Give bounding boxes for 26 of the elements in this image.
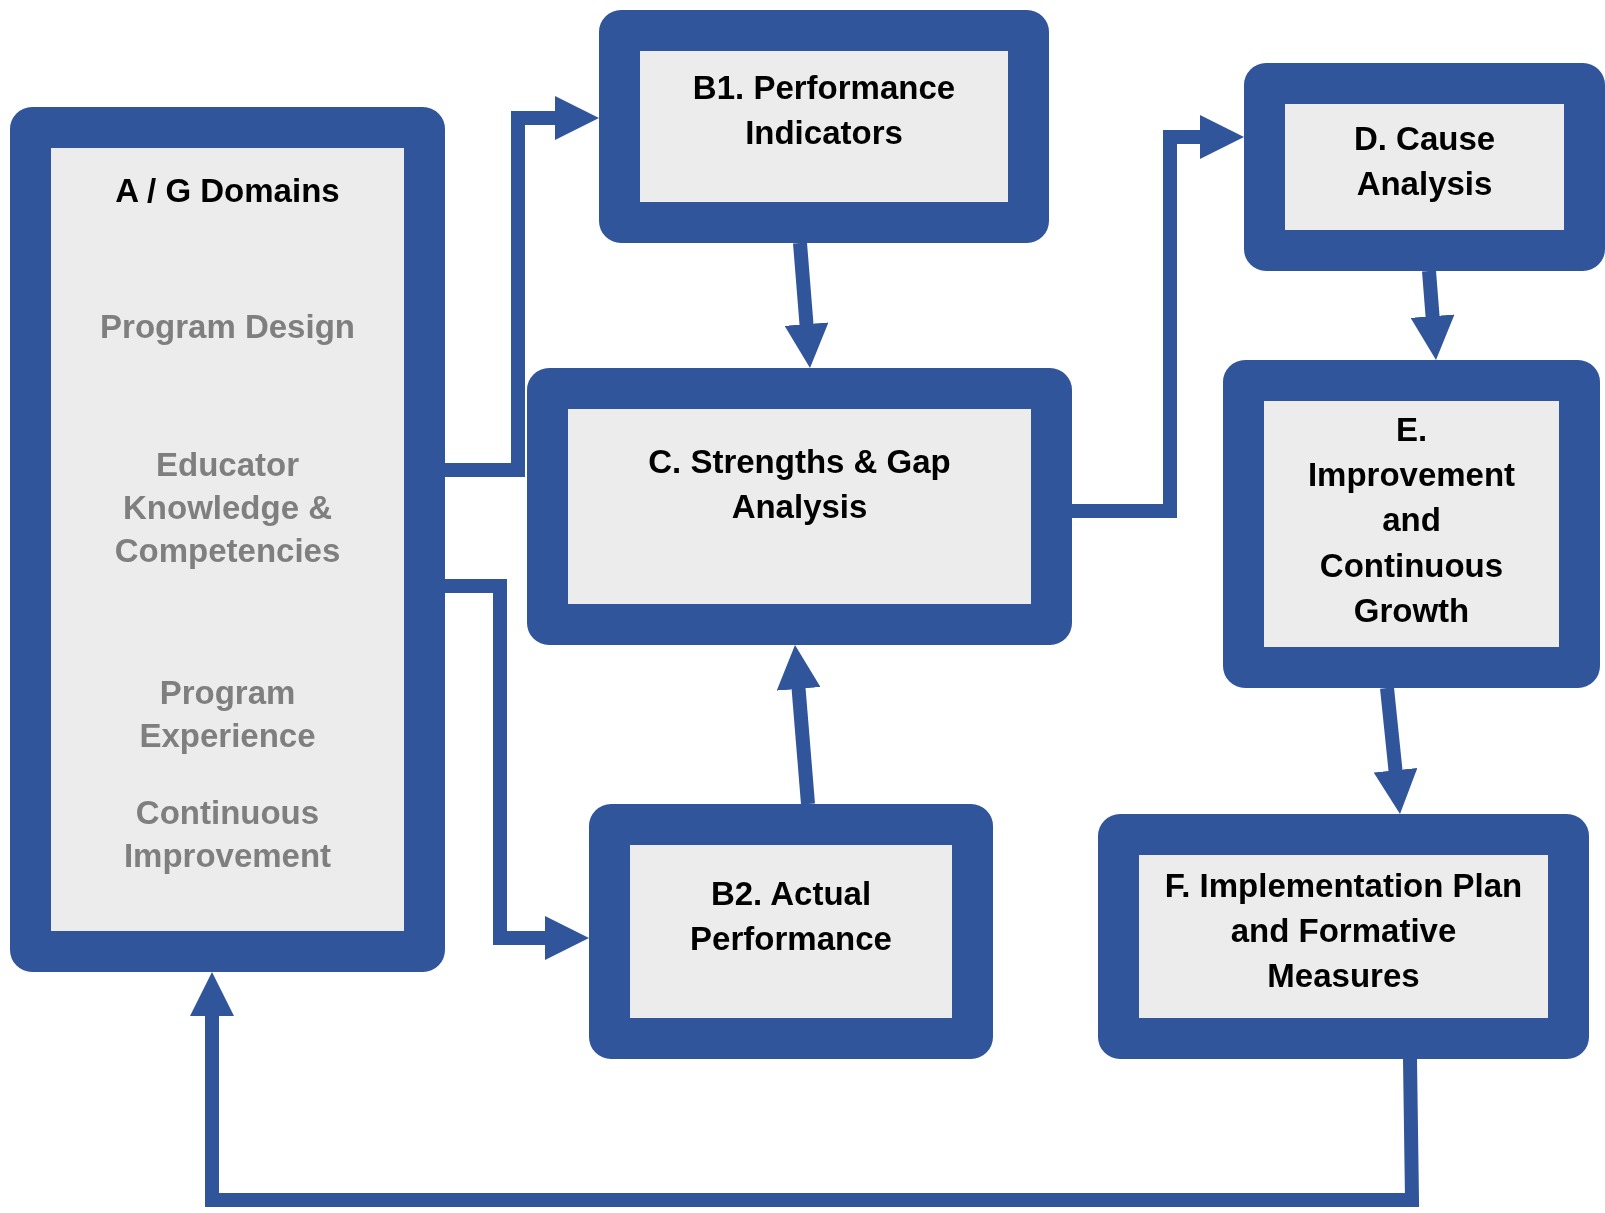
box-title: A / G Domains [114, 171, 341, 211]
process-box [1244, 63, 1605, 271]
arrow [1410, 270, 1455, 360]
arrow [190, 972, 1420, 1207]
domain-label: Program Experience [138, 673, 317, 756]
box-title: D. Cause Analysis [1352, 119, 1497, 205]
process-box [589, 804, 993, 1059]
process-box [10, 107, 445, 972]
box-title: B2. Actual Performance [689, 874, 893, 960]
box-title: C. Strengths & Gap Analysis [647, 442, 952, 528]
process-box [1098, 814, 1589, 1059]
arrow [784, 242, 829, 368]
domain-label: Educator Knowledge & Competencies [113, 445, 342, 571]
box-title: B1. Performance Indicators [691, 68, 957, 154]
box-title: F. Implementation Plan and Formative Measures [1163, 866, 1524, 997]
box-title: E. Improvement and Continuous Growth [1306, 410, 1517, 631]
arrow [1373, 687, 1418, 814]
arrow [1072, 115, 1244, 518]
process-box [527, 368, 1072, 645]
arrow [445, 579, 589, 960]
process-box [599, 10, 1049, 243]
domain-label: Continuous Improvement [122, 793, 333, 876]
process-box [1223, 360, 1600, 688]
arrow [776, 645, 821, 805]
domain-label: Program Design [99, 307, 356, 347]
arrow [445, 96, 599, 477]
